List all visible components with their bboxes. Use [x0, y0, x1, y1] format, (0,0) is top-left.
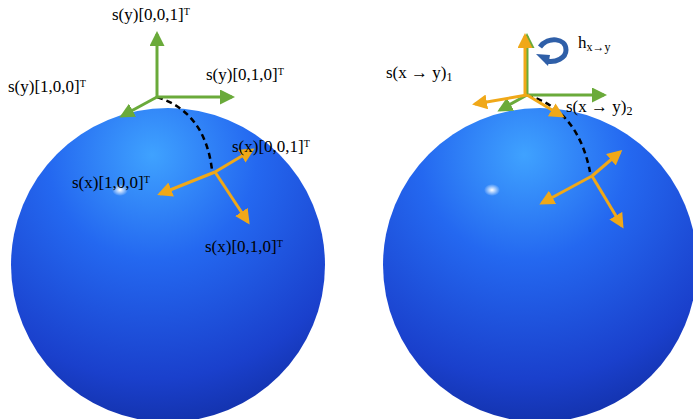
axis-label: s(y)[0,1,0]ᵀ — [206, 66, 284, 85]
sphere — [11, 108, 325, 419]
axis-label: s(x → y)2 — [566, 98, 632, 118]
axis-label: s(y)[0,0,1]ᵀ — [112, 6, 190, 25]
axis-label: hx→y — [578, 34, 611, 54]
axis-label: s(x)[0,0,1]ᵀ — [232, 138, 310, 157]
axis-label: s(x)[0,1,0]ᵀ — [205, 238, 283, 257]
transported-axes — [475, 36, 622, 226]
axis-label: s(x)[1,0,0]ᵀ — [72, 174, 150, 193]
sphere — [383, 108, 693, 419]
geodesic-path — [157, 97, 212, 170]
axis-label: s(y)[1,0,0]ᵀ — [8, 78, 86, 97]
axis-label: s(x → y)1 — [386, 64, 452, 84]
frame-x-axes — [160, 150, 252, 222]
